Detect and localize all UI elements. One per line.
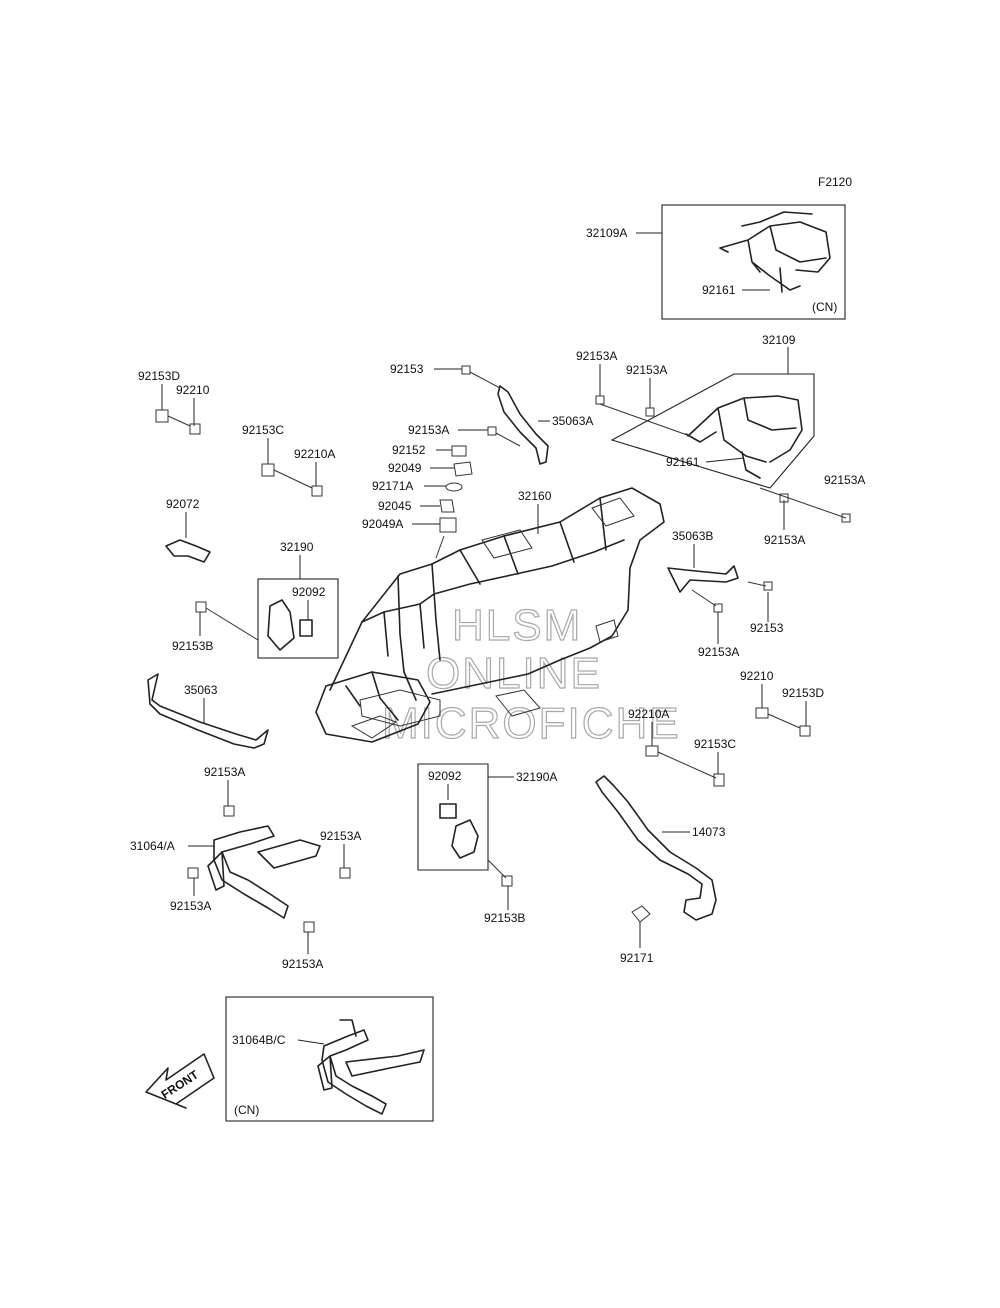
label-32190A: 32190A xyxy=(516,770,557,784)
watermark-line-3: MICROFICHE xyxy=(382,699,681,748)
bracket-32190: 32190 92092 92153B xyxy=(172,540,339,659)
label-92152: 92152 xyxy=(392,443,426,457)
front-arrow-icon: FRONT xyxy=(145,1053,215,1109)
label-cn-rack: (CN) xyxy=(812,300,837,314)
label-92153B-left: 92153B xyxy=(172,639,213,653)
figure-code: F2120 xyxy=(818,175,852,189)
watermark: HLSM ONLINE MICROFICHE xyxy=(381,600,681,748)
label-92153A-step-3: 92153A xyxy=(170,899,211,913)
label-14073: 14073 xyxy=(692,825,726,839)
label-31064A: 31064/A xyxy=(130,839,175,853)
label-32160: 32160 xyxy=(518,489,552,503)
label-92153C-left: 92153C xyxy=(242,423,284,437)
label-92210A-left: 92210A xyxy=(294,447,335,461)
label-92153A-step-2: 92153A xyxy=(320,829,361,843)
label-92092-a: 92092 xyxy=(292,585,326,599)
label-92092-b: 92092 xyxy=(428,769,462,783)
label-92210-right: 92210 xyxy=(740,669,774,683)
label-92153D-left: 92153D xyxy=(138,369,180,383)
hose-14073: 14073 92171 xyxy=(595,775,726,965)
label-92210-left: 92210 xyxy=(176,383,210,397)
label-92153A-4: 92153A xyxy=(764,533,805,547)
stay-35063: 35063 xyxy=(147,673,269,749)
label-32109A: 32109A xyxy=(586,226,627,240)
right-fasteners: 92210 92153D 92210A 92153C xyxy=(628,669,824,787)
watermark-line-2: ONLINE xyxy=(426,649,602,698)
bracket-32190A: 92092 32190A 92153B xyxy=(417,763,557,925)
inset-box xyxy=(661,204,846,320)
inset-bracket-cn: 31064B/C (CN) xyxy=(225,996,434,1122)
label-92153-top: 92153 xyxy=(390,362,424,376)
label-92072: 92072 xyxy=(166,497,200,511)
label-92153A-3: 92153A xyxy=(824,473,865,487)
label-35063B: 35063B xyxy=(672,529,713,543)
label-92153A-top: 92153A xyxy=(408,423,449,437)
label-92045: 92045 xyxy=(378,499,412,513)
label-92153A-right: 92153A xyxy=(698,645,739,659)
stay-35063B: 35063B 92153 92153A xyxy=(667,529,784,659)
label-92153B-bottom: 92153B xyxy=(484,911,525,925)
label-92049: 92049 xyxy=(388,461,422,475)
label-92153-right: 92153 xyxy=(750,621,784,635)
label-32109: 32109 xyxy=(762,333,796,347)
label-92171: 92171 xyxy=(620,951,654,965)
bracket-31064A: 92153A 31064/A 92153A 92153A 92153A xyxy=(130,765,361,971)
left-fasteners: 92153D 92210 92153C 92210A 92072 xyxy=(138,369,335,563)
label-32190: 32190 xyxy=(280,540,314,554)
label-92049A: 92049A xyxy=(362,517,403,531)
label-92153A-1: 92153A xyxy=(576,349,617,363)
label-35063: 35063 xyxy=(184,683,218,697)
watermark-line-1: HLSM xyxy=(452,601,582,650)
main-frame-32160: 32160 xyxy=(315,487,665,743)
upper-stay-group: 92153 35063A 92153A 92152 92049 92171A 9… xyxy=(362,362,593,559)
label-92210A-right: 92210A xyxy=(628,707,669,721)
label-92161: 92161 xyxy=(666,455,700,469)
label-35063A: 35063A xyxy=(552,414,593,428)
label-92153A-step-4: 92153A xyxy=(282,957,323,971)
label-92171A: 92171A xyxy=(372,479,413,493)
label-92153A-step-1: 92153A xyxy=(204,765,245,779)
label-92153A-2: 92153A xyxy=(626,363,667,377)
label-92161-cn: 92161 xyxy=(702,283,736,297)
carrier-outline xyxy=(610,373,815,489)
inset-rear-carrier-cn: 32109A 92161 (CN) xyxy=(586,204,846,320)
label-31064BC: 31064B/C xyxy=(232,1033,286,1047)
label-cn-step: (CN) xyxy=(234,1103,259,1117)
label-92153C-right: 92153C xyxy=(694,737,736,751)
label-92153D-right: 92153D xyxy=(782,686,824,700)
rear-carrier-32109: 32109 92153A 92153A 92161 92153A 92153A xyxy=(576,333,865,547)
